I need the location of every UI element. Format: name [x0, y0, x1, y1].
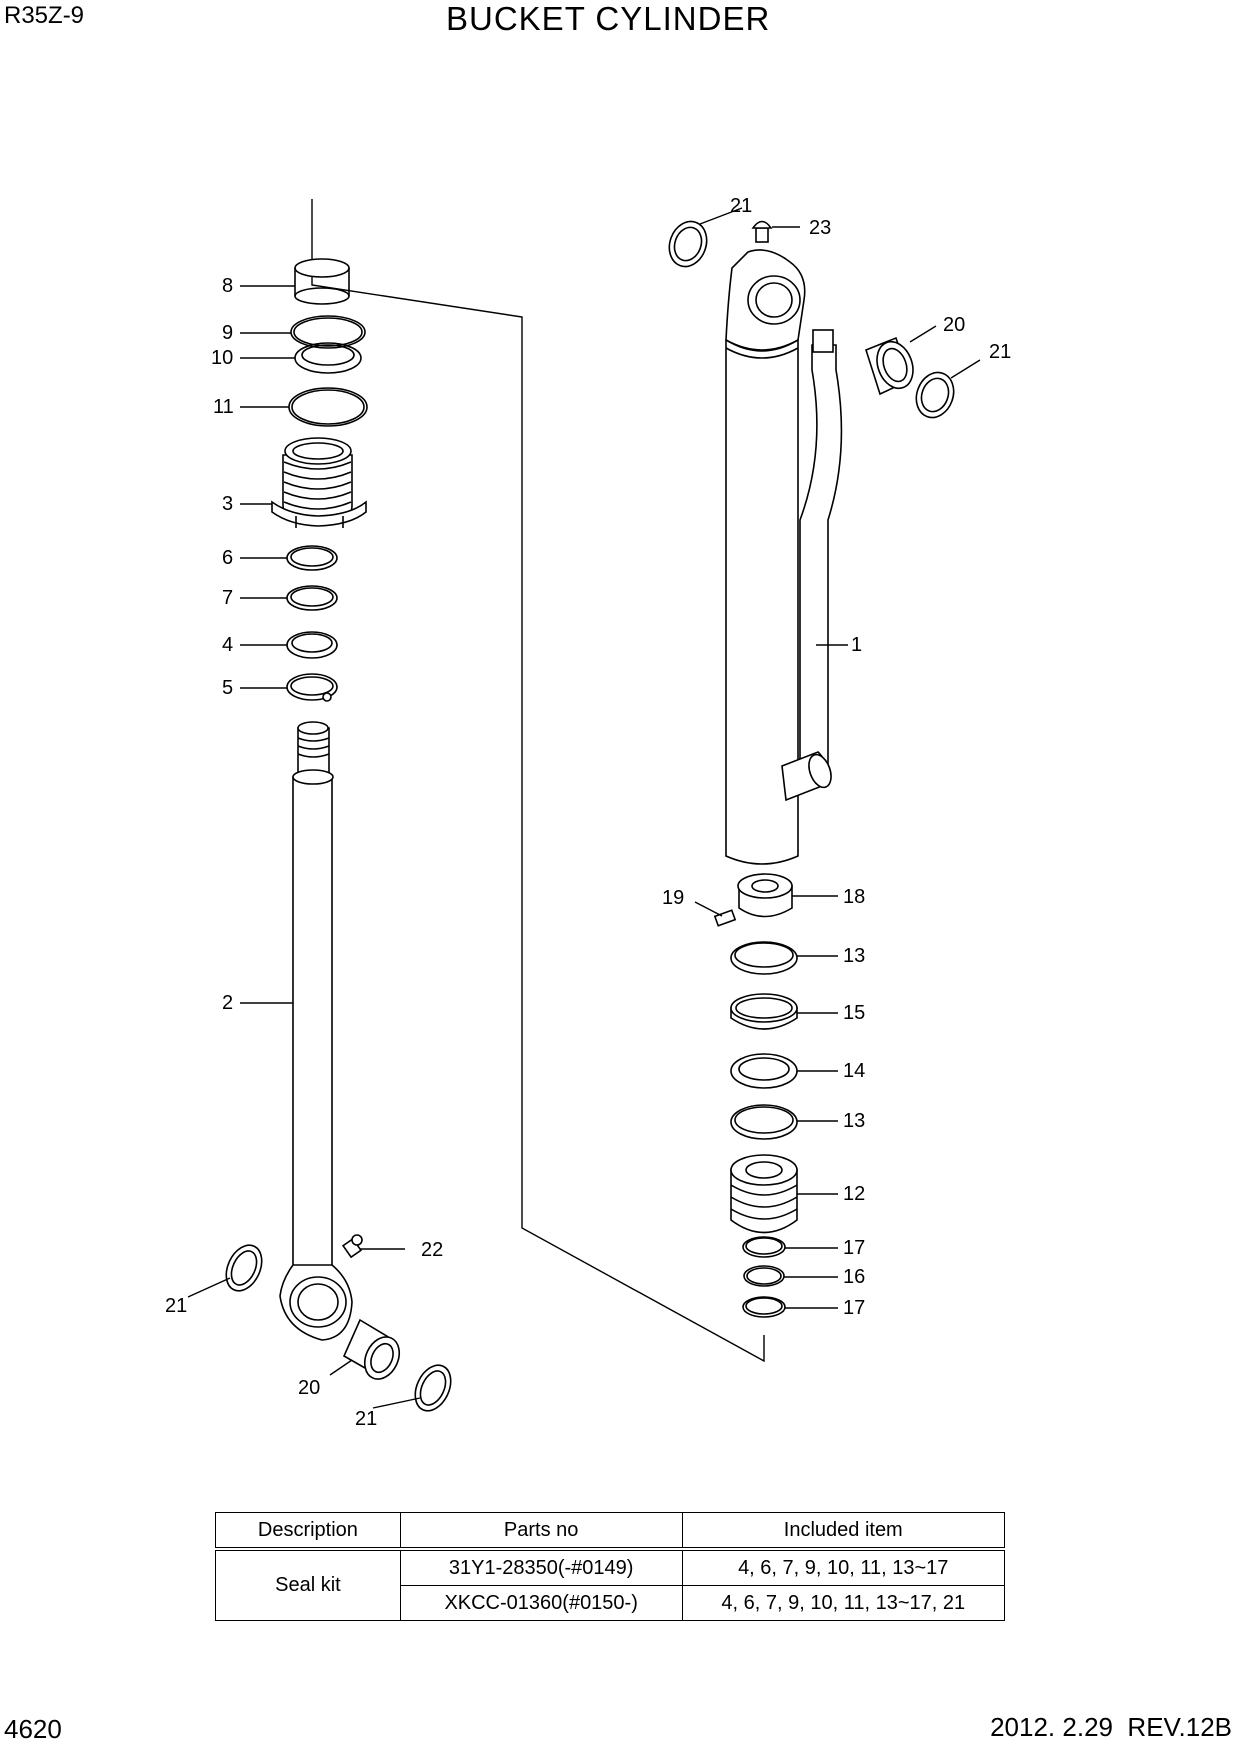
- part-5-wiper: [286, 673, 338, 702]
- callout-11: 11: [213, 396, 234, 418]
- part-16-o-ring: [743, 1265, 785, 1287]
- page-number: 4620: [4, 1714, 62, 1744]
- callout-4: 4: [222, 634, 233, 656]
- part-17-backup-ring-a: [742, 1236, 786, 1258]
- part-21-dust-seal-right-b: [915, 371, 955, 419]
- part-2-piston-rod: [279, 721, 353, 1341]
- callout-17: 17: [843, 1297, 865, 1319]
- callout-8: 8: [222, 275, 233, 297]
- callout-23: 23: [809, 217, 831, 239]
- callout-17: 17: [843, 1237, 865, 1259]
- seal-kit-table: Description Parts no Included item Seal …: [215, 1512, 1005, 1621]
- callout-14: 14: [843, 1060, 865, 1082]
- part-6-seal: [286, 545, 338, 571]
- callout-21: 21: [165, 1295, 187, 1317]
- callout-5: 5: [222, 677, 233, 699]
- callout-21: 21: [730, 195, 752, 217]
- assembly-guide-line: [311, 199, 765, 1363]
- part-20-pin-bushing-right: [865, 336, 914, 396]
- leader-lines: [187, 207, 981, 1409]
- col-header-description: Description: [215, 1512, 401, 1551]
- callout-9: 9: [222, 322, 233, 344]
- part-15-piston-seal: [730, 993, 798, 1030]
- callout-6: 6: [222, 547, 233, 569]
- callout-13: 13: [843, 1110, 865, 1132]
- part-13-wear-ring-b: [730, 1104, 798, 1140]
- callout-16: 16: [843, 1266, 865, 1288]
- included-item-cell: 4, 6, 7, 9, 10, 11, 13~17, 21: [681, 1585, 1005, 1621]
- callout-3: 3: [222, 493, 233, 515]
- part-23-grease-nipple: [751, 220, 773, 243]
- parts-no-cell: 31Y1-28350(-#0149): [399, 1548, 683, 1586]
- part-3-rod-cover: [271, 437, 367, 528]
- col-header-included-item: Included item: [681, 1512, 1005, 1551]
- part-11-o-ring: [288, 387, 368, 427]
- table-row: Seal kit 31Y1-28350(-#0149) 4, 6, 7, 9, …: [215, 1548, 1005, 1621]
- callout-22: 22: [421, 1239, 443, 1261]
- part-12-piston: [730, 1154, 798, 1234]
- callout-12: 12: [843, 1183, 865, 1205]
- callout-2: 2: [222, 992, 233, 1014]
- callout-15: 15: [843, 1002, 865, 1024]
- part-8-bushing: [294, 258, 350, 305]
- callout-20: 20: [943, 314, 965, 336]
- page-title: BUCKET CYLINDER: [446, 0, 771, 37]
- included-item-cell: 4, 6, 7, 9, 10, 11, 13~17: [681, 1548, 1005, 1586]
- callout-18: 18: [843, 886, 865, 908]
- part-14-ring: [730, 1053, 798, 1089]
- part-22-grease-nipple: [341, 1234, 363, 1259]
- callout-7: 7: [222, 587, 233, 609]
- callout-21: 21: [989, 341, 1011, 363]
- callout-10: 10: [211, 347, 233, 369]
- part-19-set-screw: [713, 909, 737, 927]
- part-18-nut: [737, 873, 793, 918]
- part-21-dust-seal-left-a: [225, 1244, 263, 1292]
- part-20-pin-bushing-left: [342, 1318, 401, 1380]
- callout-21: 21: [355, 1408, 377, 1430]
- parts-no-cell: XKCC-01360(#0150-): [399, 1585, 683, 1621]
- part-4-seal: [286, 631, 338, 659]
- part-1-cylinder-tube: [725, 249, 843, 865]
- part-13-wear-ring-a: [730, 941, 798, 975]
- revision-date: 2012. 2.29 REV.12B: [990, 1712, 1232, 1742]
- part-7-seal: [286, 585, 338, 611]
- col-header-parts-no: Parts no: [399, 1512, 683, 1551]
- callout-20: 20: [298, 1377, 320, 1399]
- seal-kit-label: Seal kit: [215, 1548, 401, 1621]
- part-21-dust-seal-right-a: [668, 220, 708, 268]
- table-row: XKCC-01360(#0150-) 4, 6, 7, 9, 10, 11, 1…: [216, 1585, 1005, 1621]
- part-9-o-ring: [290, 315, 366, 349]
- callout-19: 19: [662, 887, 684, 909]
- model-code: R35Z-9: [4, 2, 85, 29]
- part-17-backup-ring-b: [742, 1296, 786, 1318]
- callout-13: 13: [843, 945, 865, 967]
- part-21-dust-seal-left-b: [414, 1364, 452, 1412]
- callout-1: 1: [851, 634, 862, 656]
